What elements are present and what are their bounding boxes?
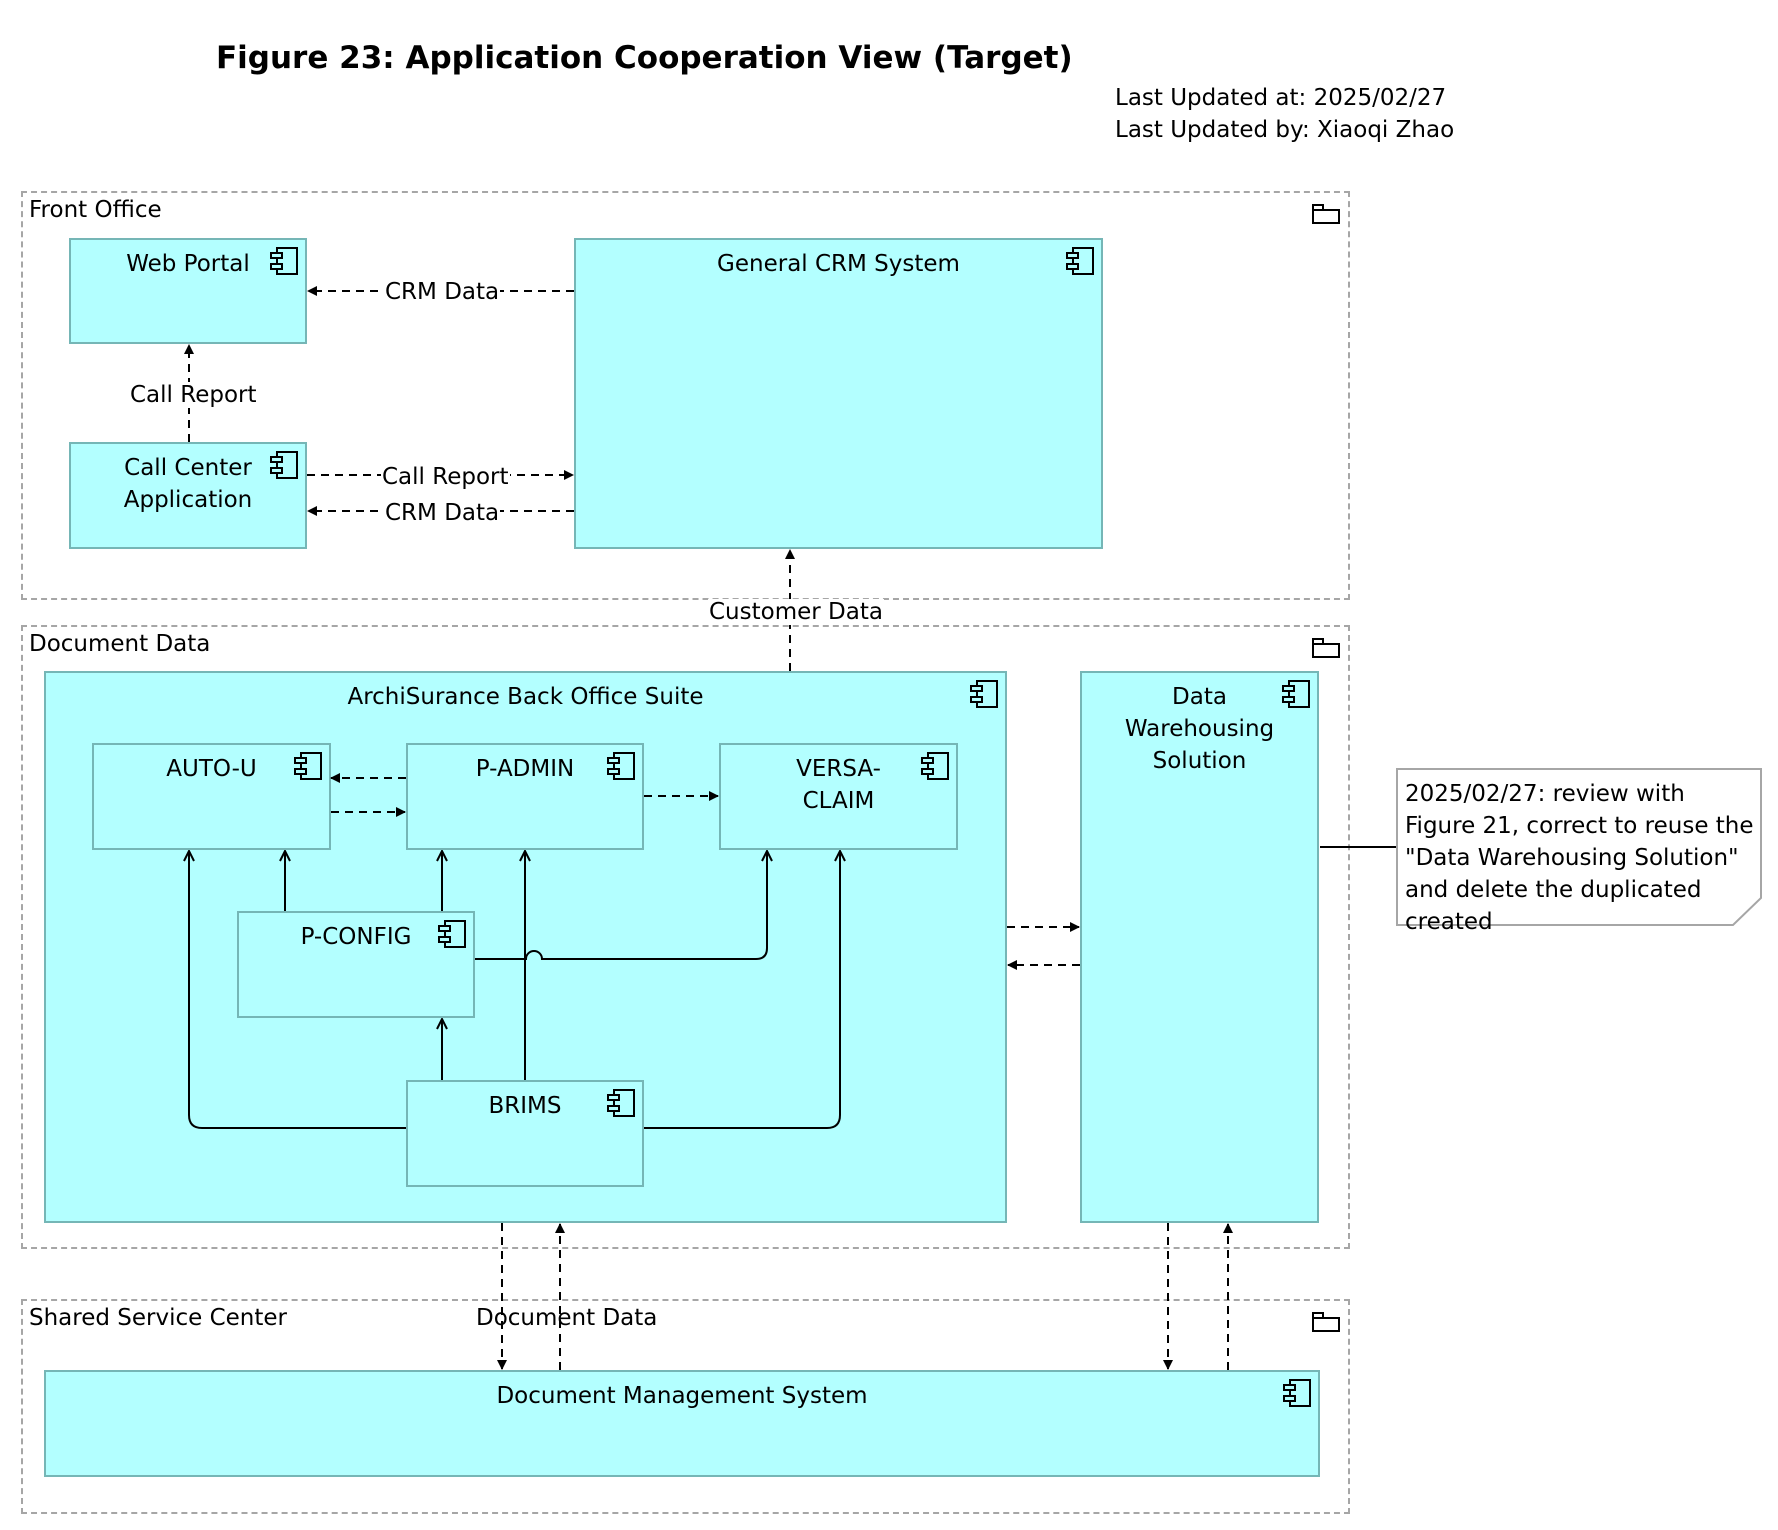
component-call-center-application[interactable]: Call Center Application bbox=[69, 442, 307, 549]
component-label: AUTO-U bbox=[166, 756, 257, 782]
component-p-admin[interactable]: P-ADMIN bbox=[406, 743, 644, 850]
folder-icon bbox=[1312, 1312, 1340, 1332]
flow-label-document-data: Document Data bbox=[476, 1305, 658, 1331]
note-text: 2025/02/27: review with Figure 21, corre… bbox=[1405, 781, 1754, 935]
component-icon bbox=[970, 680, 998, 708]
component-icon bbox=[607, 752, 635, 780]
group-label: Front Office bbox=[29, 197, 162, 223]
flow-label-call-report-web: Call Report bbox=[129, 382, 258, 408]
group-label: Document Data bbox=[29, 631, 211, 657]
component-icon bbox=[1066, 247, 1094, 275]
component-label: Data Warehousing Solution bbox=[1124, 684, 1275, 774]
component-icon bbox=[294, 752, 322, 780]
component-icon bbox=[270, 247, 298, 275]
component-label: ArchiSurance Back Office Suite bbox=[347, 684, 704, 710]
component-general-crm-system[interactable]: General CRM System bbox=[574, 238, 1103, 549]
last-updated-at: Last Updated at: 2025/02/27 bbox=[1115, 85, 1447, 111]
component-label: P-ADMIN bbox=[475, 756, 575, 782]
component-document-management-system[interactable]: Document Management System bbox=[44, 1370, 1320, 1477]
component-icon bbox=[607, 1089, 635, 1117]
component-label: Web Portal bbox=[126, 251, 250, 277]
note-box[interactable] bbox=[1396, 768, 1762, 926]
component-web-portal[interactable]: Web Portal bbox=[69, 238, 307, 344]
component-label: Call Center Application bbox=[123, 455, 253, 513]
component-brims[interactable]: BRIMS bbox=[406, 1080, 644, 1187]
component-label: P-CONFIG bbox=[300, 924, 412, 950]
component-label: General CRM System bbox=[717, 251, 960, 277]
component-label: Document Management System bbox=[496, 1383, 868, 1409]
folder-icon bbox=[1312, 204, 1340, 224]
component-label: BRIMS bbox=[488, 1093, 562, 1119]
serving-p-config-to-versa-claim bbox=[475, 851, 767, 960]
flow-label-crm-data-web: CRM Data bbox=[384, 279, 501, 305]
flow-label-call-report-crm: Call Report bbox=[381, 464, 510, 490]
last-updated-by: Last Updated by: Xiaoqi Zhao bbox=[1115, 117, 1455, 143]
folder-icon bbox=[1312, 638, 1340, 658]
component-p-config[interactable]: P-CONFIG bbox=[237, 911, 475, 1018]
component-icon bbox=[1282, 680, 1310, 708]
component-auto-u[interactable]: AUTO-U bbox=[92, 743, 331, 850]
last-updated-info: Last Updated at: 2025/02/27 Last Updated… bbox=[1115, 82, 1454, 146]
serving-brims-to-auto-u bbox=[189, 851, 406, 1129]
component-label: VERSA-CLAIM bbox=[796, 756, 881, 814]
flow-label-customer-data: Customer Data bbox=[708, 599, 884, 625]
component-icon bbox=[438, 920, 466, 948]
component-icon bbox=[270, 451, 298, 479]
component-data-warehousing-solution[interactable]: Data Warehousing Solution bbox=[1080, 671, 1319, 1223]
serving-brims-to-versa-claim bbox=[644, 851, 840, 1129]
diagram-title: Figure 23: Application Cooperation View … bbox=[216, 40, 1073, 76]
component-icon bbox=[1283, 1379, 1311, 1407]
component-versa-claim[interactable]: VERSA-CLAIM bbox=[719, 743, 958, 850]
group-label: Shared Service Center bbox=[29, 1305, 288, 1331]
flow-label-crm-data-call: CRM Data bbox=[384, 500, 501, 526]
component-icon bbox=[921, 752, 949, 780]
